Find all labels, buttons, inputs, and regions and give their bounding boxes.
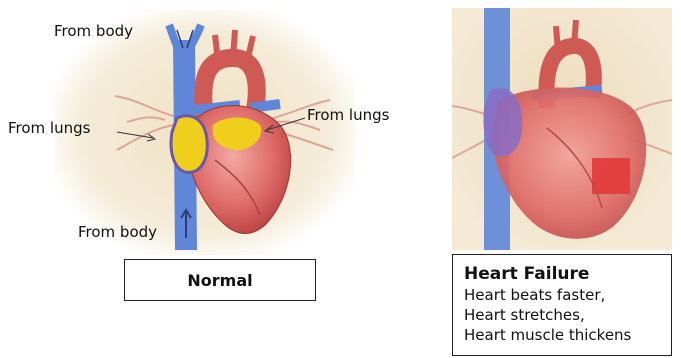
heart-failure-caption-box: Heart Failure Heart beats faster, Heart …	[452, 254, 672, 356]
label-from-lungs-left: From lungs	[8, 119, 90, 137]
normal-caption-box: Normal	[124, 259, 316, 301]
heart-failure-illustration	[452, 8, 672, 250]
thickened-muscle	[592, 158, 630, 194]
label-from-body-top: From body	[54, 22, 133, 40]
heart-failure-line: Heart beats faster,	[464, 285, 671, 305]
heart-failure-line: Heart stretches,	[464, 305, 671, 325]
right-atrium	[171, 116, 207, 173]
heart-failure-line: Heart muscle thickens	[464, 325, 671, 345]
label-from-body-bottom: From body	[78, 223, 157, 241]
heart-failure-title: Heart Failure	[464, 264, 671, 285]
normal-caption: Normal	[187, 271, 252, 290]
label-from-lungs-right: From lungs	[307, 106, 389, 124]
enlarged-right-atrium	[483, 88, 522, 156]
